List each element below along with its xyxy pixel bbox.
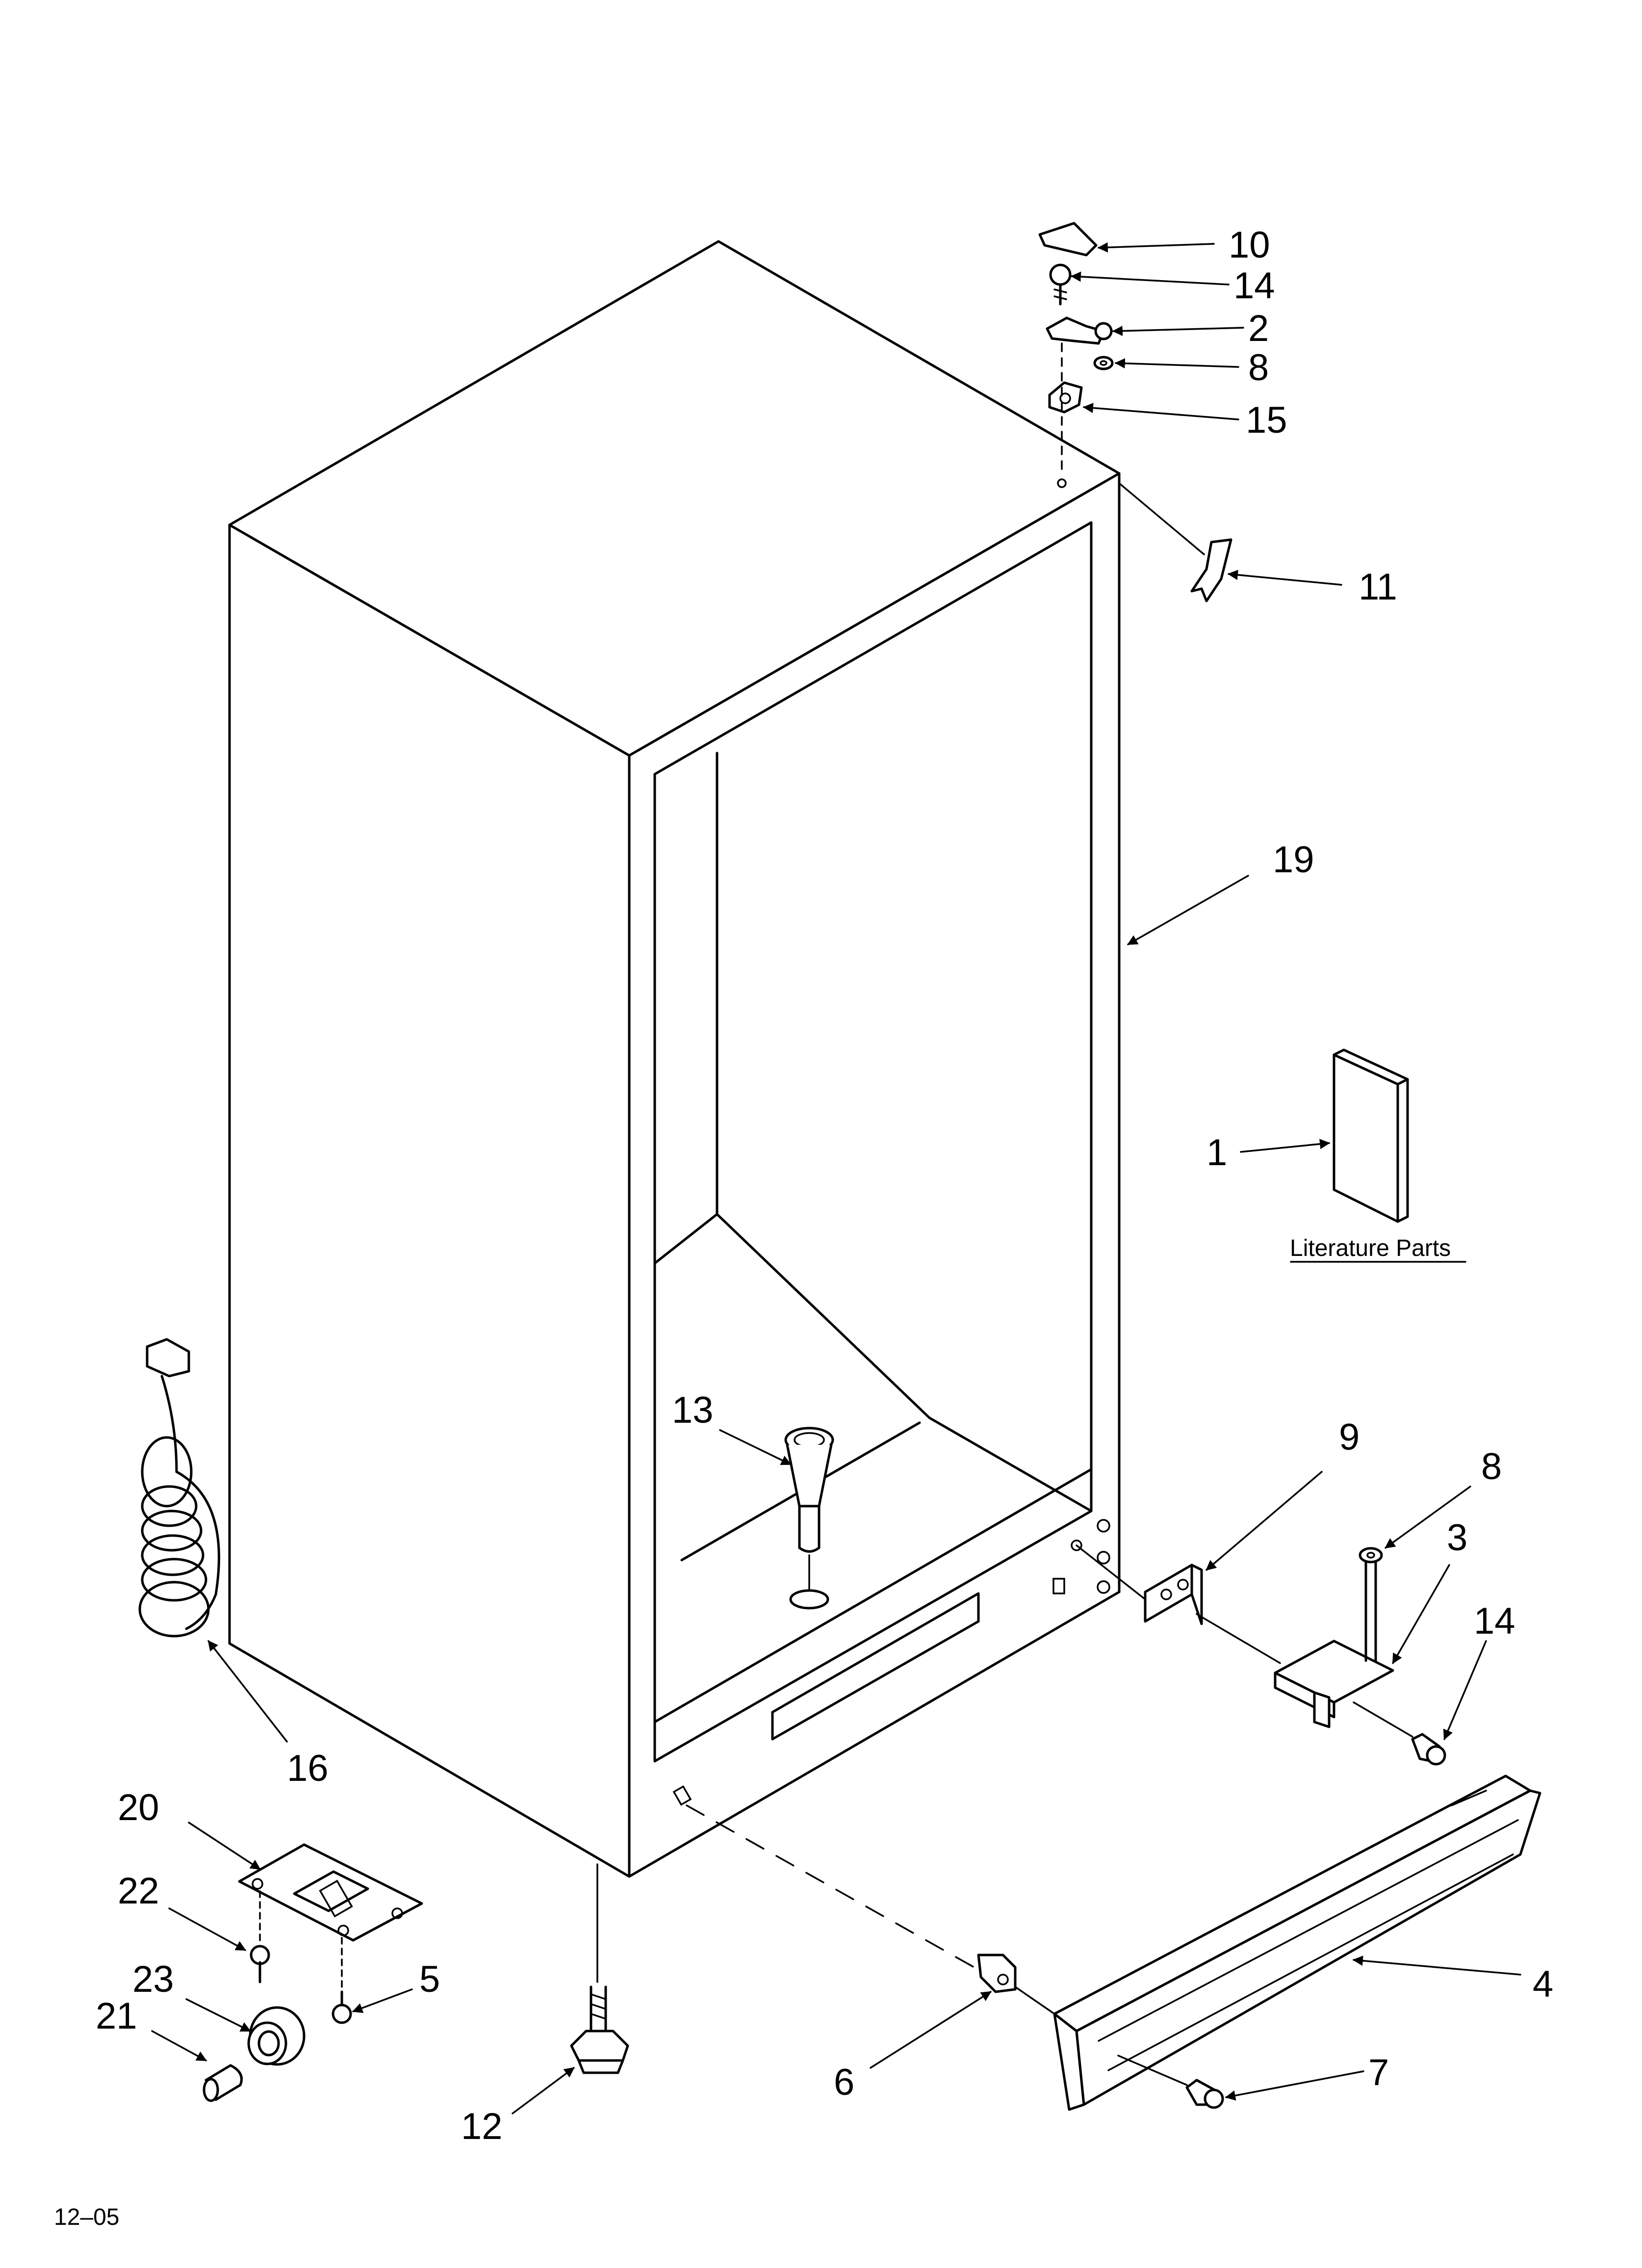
callout-14-bottom: 14 [1474,1600,1515,1642]
callout-13: 13 [672,1389,714,1431]
literature-booklet [1333,1048,1409,1223]
floor-vent-slot [771,1592,980,1741]
callout-7: 7 [1368,2052,1389,2093]
callout-23: 23 [132,1958,174,2000]
top-hinge-parts [1038,222,1232,602]
callout-4: 4 [1533,1963,1553,2005]
lower-hinge-parts [1076,1544,1446,1766]
callout-8-top: 8 [1248,347,1269,389]
grille-clip-part [686,1804,1055,2015]
callout-3: 3 [1447,1517,1467,1559]
leader-lines [151,242,1521,2114]
callout-15: 15 [1246,399,1287,441]
washer-top-part [1093,356,1114,370]
literature-parts-label: Literature Parts [1290,1235,1451,1261]
cabinet-front-frame [628,472,1121,1878]
bracket-screw-5-part [332,1937,352,2024]
cabinet-hinge-bracket-part [238,1843,423,1942]
hinge-plate-part [1144,1564,1203,1625]
hinge-cover-part [1038,222,1098,257]
callout-14-top: 14 [1233,265,1275,307]
cabinet-assembly [228,240,1121,1878]
revision-code: 12–05 [54,2204,119,2230]
spacer-23-part [247,2006,306,2066]
cabinet-side [228,523,631,1878]
pin-21-part [203,2064,243,2102]
callout-22: 22 [118,1870,159,1912]
hinge-shim-part [1048,381,1083,414]
bottom-hinge-part [1274,1554,1394,1728]
callout-8-bottom: 8 [1481,1446,1502,1487]
callout-1: 1 [1206,1132,1227,1173]
callout-9: 9 [1339,1416,1360,1458]
callout-16: 16 [287,1747,329,1789]
callout-12: 12 [461,2106,503,2147]
callout-6: 6 [834,2061,854,2103]
power-cord-part [138,1338,220,1638]
hinge-screw-bottom-part [1353,1701,1446,1766]
callout-11: 11 [1359,566,1397,608]
toe-grille-part [1053,1774,1541,2111]
washer-bottom-part [1359,1547,1383,1564]
drain-tube-part [784,1427,834,1610]
hinge-plug-part [1190,538,1232,602]
leveling-leg-part [570,1863,629,2074]
callout-19: 19 [1273,839,1314,881]
callout-2: 2 [1248,308,1269,349]
callout-labels: 10 14 2 8 15 11 19 1 13 9 8 3 14 16 20 2… [54,224,1553,2230]
grille-screw-part [1117,2055,1224,2109]
bracket-screw-22-part [250,1890,270,1983]
callout-5: 5 [419,1958,440,2000]
hinge-screw-part [1049,263,1072,306]
callout-21: 21 [96,1995,137,2037]
callout-10: 10 [1229,224,1270,266]
callout-20: 20 [118,1787,159,1828]
